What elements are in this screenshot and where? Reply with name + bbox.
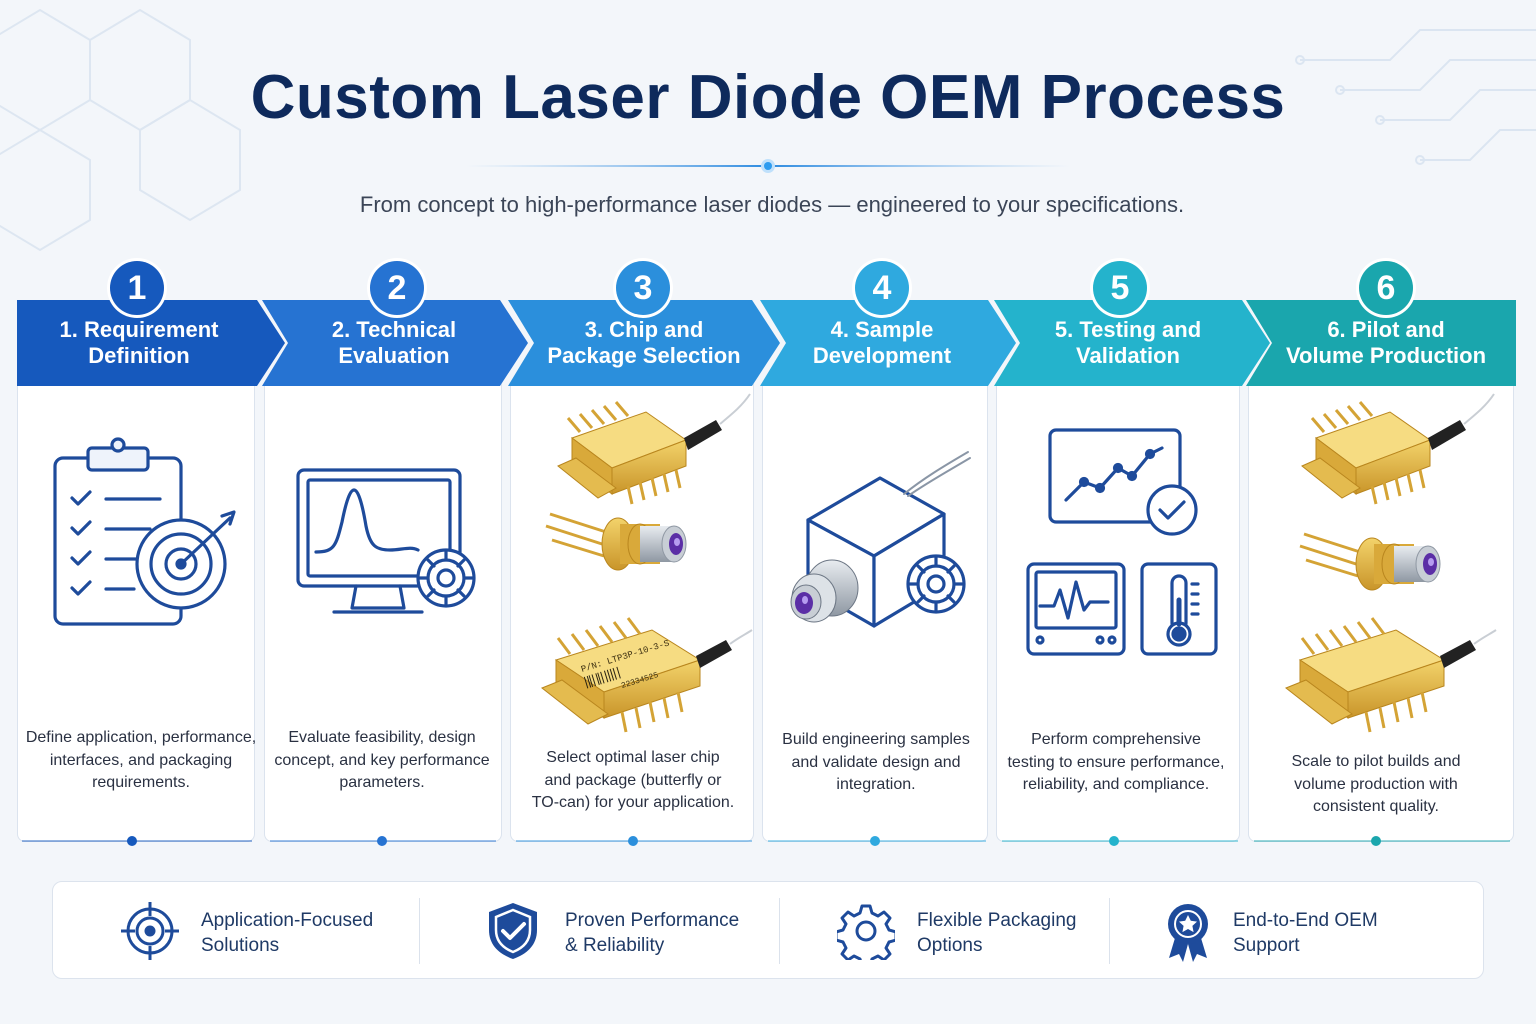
award-badge-icon — [1168, 904, 1208, 962]
laser-packages-icon: P/N: LTP3P-10-3-S 22334525 — [541, 393, 753, 733]
laser-packages-icon — [1285, 393, 1497, 733]
step-divider-3 — [516, 836, 752, 846]
step-divider-1 — [22, 836, 252, 846]
step-divider-2 — [270, 836, 496, 846]
feature-proven-performance: Proven Performance& Reliability — [485, 882, 785, 980]
step-number-badge-6: 6 — [1356, 258, 1416, 318]
step-divider-6 — [1254, 836, 1510, 846]
module-gear-icon — [790, 451, 971, 628]
feature-separator — [779, 898, 780, 964]
feature-separator — [1109, 898, 1110, 964]
testing-charts-icon — [1026, 428, 1218, 656]
step-divider-5 — [1002, 836, 1238, 846]
step-description-1: Define application, performance,interfac… — [25, 729, 257, 791]
step-divider-4 — [768, 836, 986, 846]
step-number-badge-1: 1 — [107, 258, 167, 318]
title-divider — [466, 159, 1070, 173]
page-subtitle: From concept to high-performance laser d… — [359, 192, 1185, 217]
step-number-badge-2: 2 — [367, 258, 427, 318]
clipboard-target-icon — [53, 437, 236, 626]
feature-separator — [419, 898, 420, 964]
step-number-badge-3: 3 — [613, 258, 673, 318]
target-icon — [121, 902, 179, 960]
shield-check-icon — [489, 903, 537, 959]
page-title: Custom Laser Diode OEM Process — [250, 63, 1286, 132]
gear-icon — [837, 904, 895, 960]
step-number-badge-5: 5 — [1090, 258, 1150, 318]
step-number-badge-4: 4 — [852, 258, 912, 318]
monitor-gear-icon — [296, 468, 476, 614]
feature-label: Proven Performance& Reliability — [565, 910, 740, 956]
